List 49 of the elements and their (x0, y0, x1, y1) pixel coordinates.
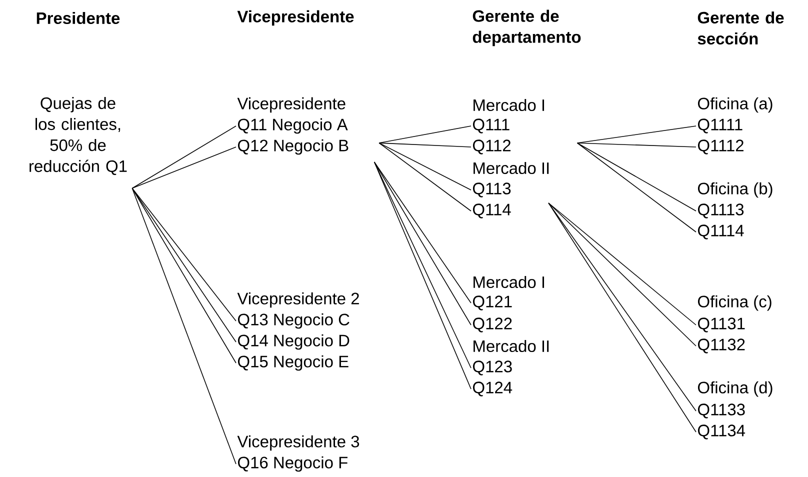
connector-line (378, 142, 472, 212)
manager-label: Q1114 (698, 224, 744, 240)
connector-line (132, 126, 236, 189)
group-label: Mercado II (474, 162, 549, 174)
column-heading: Gerente de departamento (472, 10, 581, 46)
column-heading: Gerente de sección (698, 11, 784, 45)
manager-label: Q114 (473, 204, 511, 218)
manager-label: Q111 (473, 118, 510, 134)
manager-label: Q16 Negocio F (238, 456, 348, 472)
group-label: Oficina (d) (698, 381, 772, 397)
manager-label: Q113 (473, 182, 511, 198)
connector-line (576, 142, 696, 148)
group-label: Mercado II (474, 340, 549, 352)
manager-label: Q124 (473, 382, 512, 396)
connector-line (132, 146, 236, 189)
group-label: Mercado I (474, 98, 544, 112)
manager-label: Q14 Negocio D (238, 334, 350, 350)
group-label: Oficina (a) (698, 97, 772, 113)
connector-line (378, 142, 472, 148)
group-label: Oficina (c) (698, 295, 772, 311)
manager-label: Q122 (473, 318, 512, 332)
connector-line (576, 142, 696, 212)
connector-line (576, 142, 696, 232)
manager-label: Q1113 (698, 204, 744, 218)
manager-label: Q1111 (698, 118, 742, 134)
manager-label: Q11 Negocio A (238, 118, 348, 134)
manager-label: Q13 Negocio C (238, 313, 350, 329)
manager-label: Q1131 (698, 318, 745, 332)
goal-text: Quejas de los clientes, 50% de reducción Q1 (30, 96, 127, 176)
group-label: Vicepresidente (237, 97, 346, 113)
column-heading: Presidente (36, 12, 120, 24)
group-label: Vicepresidente 3 (237, 435, 360, 451)
manager-label: Q123 (473, 360, 512, 376)
manager-label: Q15 Negocio E (238, 355, 348, 371)
connector-line (378, 142, 472, 190)
group-label: Mercado I (474, 276, 544, 288)
connector-line (378, 126, 472, 144)
manager-label: Q1134 (698, 424, 746, 440)
manager-label: Q1133 (698, 404, 745, 418)
group-label: Vicepresidente 2 (237, 292, 359, 308)
manager-label: Q112 (473, 140, 511, 154)
connector-line (576, 126, 696, 144)
manager-label: Q1132 (698, 338, 745, 354)
manager-label: Q12 Negocio B (238, 139, 348, 155)
column-heading: Vicepresidente (237, 10, 354, 26)
group-label: Oficina (b) (698, 182, 772, 198)
manager-label: Q121 (473, 296, 512, 310)
manager-label: Q1112 (698, 140, 744, 154)
connector-line (132, 188, 236, 464)
